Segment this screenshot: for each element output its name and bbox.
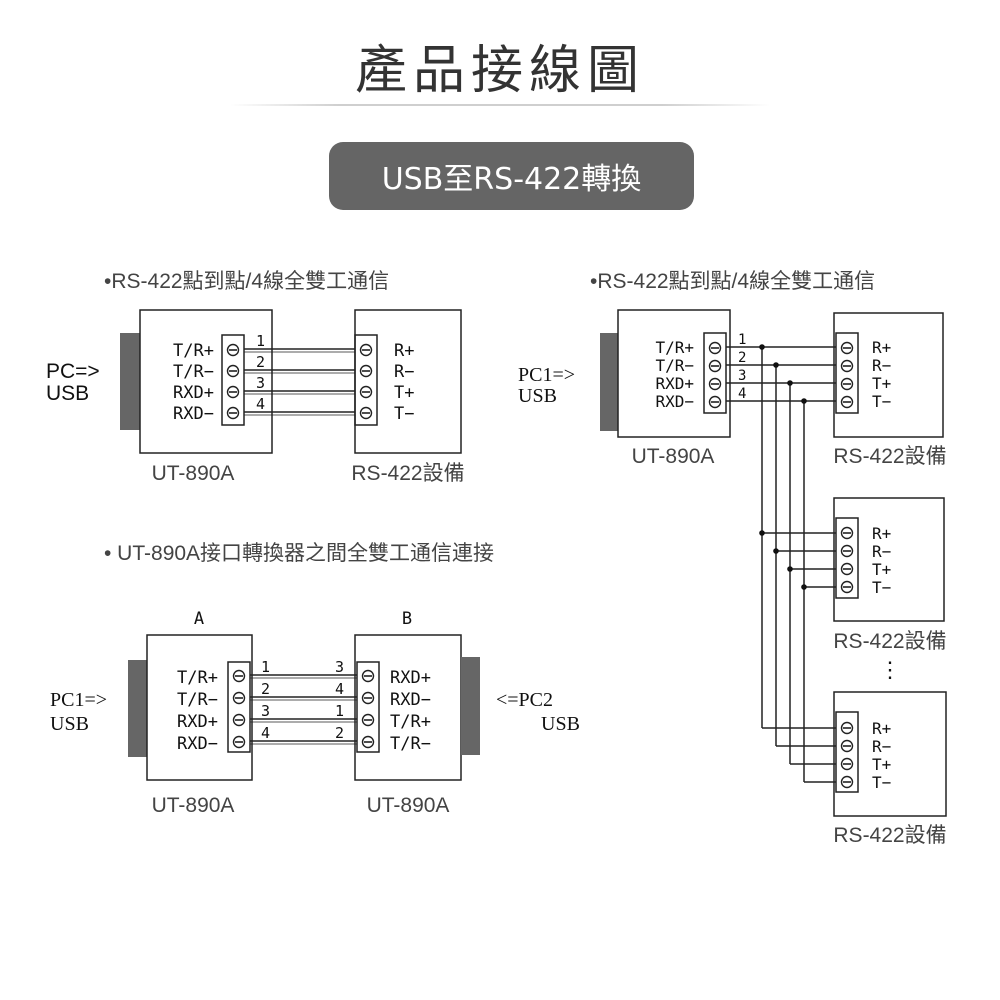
- diagram-point-to-point: •RS-422點到點/4線全雙工通信: [104, 270, 462, 454]
- host-label: PC=>: [46, 360, 100, 383]
- diagram-converter-to-converter: • UT-890A接口轉換器之間全雙工通信連接: [104, 542, 494, 781]
- pin-label: R+: [872, 524, 891, 543]
- pin-label: RXD+: [177, 712, 218, 732]
- host-label: <=PC2: [496, 689, 553, 711]
- pin-label: R−: [872, 356, 891, 375]
- wire-number: 2: [335, 724, 344, 742]
- diagram2-heading: • UT-890A接口轉換器之間全雙工通信連接: [104, 542, 494, 565]
- wire-number: 3: [256, 374, 265, 392]
- device-caption: RS-422設備: [351, 462, 464, 485]
- host-label: USB: [541, 713, 580, 735]
- pin-label: T−: [872, 578, 891, 597]
- pin-label: RXD−: [177, 734, 218, 754]
- pin-label: RXD−: [655, 392, 694, 411]
- wire-number: 4: [256, 395, 265, 413]
- wire-number: 2: [738, 350, 746, 366]
- wire-number: 1: [256, 332, 265, 350]
- terminal-block: [835, 332, 859, 414]
- host-label: USB: [50, 713, 89, 735]
- screws: [708, 341, 854, 789]
- wire-number: 3: [261, 702, 270, 720]
- pin-label: T−: [872, 773, 891, 792]
- converter-caption: UT-890A: [367, 794, 450, 817]
- terminal-block: [227, 661, 251, 753]
- usb-connector: [128, 660, 147, 757]
- pin-label: T−: [394, 404, 414, 424]
- device-caption: RS-422設備: [833, 824, 946, 847]
- wire-number: 1: [261, 658, 270, 676]
- label-a: A: [194, 609, 204, 629]
- pin-label: R−: [872, 542, 891, 561]
- pin-label: T+: [872, 755, 891, 774]
- converter-box: [139, 309, 273, 454]
- pin-label: T/R+: [390, 712, 431, 732]
- screws: [232, 669, 375, 749]
- converter-box: [617, 309, 731, 438]
- terminal-block: [703, 332, 727, 414]
- pin-label: R−: [872, 737, 891, 756]
- pin-label: T+: [394, 383, 414, 403]
- pin-label: R−: [394, 362, 414, 382]
- pin-label: RXD−: [390, 690, 431, 710]
- diagram-multi-drop: •RS-422點到點/4線全雙工通信: [590, 270, 947, 817]
- terminal-block: [835, 517, 859, 599]
- host-label: PC1=>: [50, 689, 107, 711]
- pin-label: RXD+: [173, 383, 214, 403]
- terminal-block: [356, 661, 380, 753]
- wire-number: 4: [261, 724, 270, 742]
- pin-label: T/R−: [177, 690, 218, 710]
- wire-number: 3: [335, 658, 344, 676]
- terminal-block: [354, 334, 378, 426]
- usb-connector: [600, 333, 618, 431]
- pin-label: RXD−: [173, 404, 214, 424]
- device-box-1: [833, 312, 944, 438]
- pin-label: RXD+: [390, 668, 431, 688]
- page-title: 產品接線圖: [354, 41, 645, 101]
- converter-box-a: [146, 634, 253, 781]
- converter-caption: UT-890A: [152, 794, 235, 817]
- screws: [226, 343, 373, 420]
- pin-label: RXD+: [655, 374, 694, 393]
- wire-number: 3: [738, 368, 746, 384]
- pin-label: T/R+: [173, 341, 214, 361]
- converter-caption: UT-890A: [632, 445, 715, 468]
- wire-number: 2: [256, 353, 265, 371]
- pin-label: T/R−: [390, 734, 431, 754]
- converter-caption: UT-890A: [152, 462, 235, 485]
- diagram1-heading: •RS-422點到點/4線全雙工通信: [104, 270, 389, 293]
- device-box-2: [833, 497, 945, 622]
- mode-badge: USB至RS-422轉換: [329, 142, 694, 210]
- pin-label: T/R−: [655, 356, 694, 375]
- device-caption: RS-422設備: [833, 445, 946, 468]
- pin-label: R+: [872, 338, 891, 357]
- pin-label: R+: [872, 719, 891, 738]
- wire-number: 1: [335, 702, 344, 720]
- pin-label: T/R+: [177, 668, 218, 688]
- terminal-block: [221, 334, 245, 426]
- pin-label: R+: [394, 341, 414, 361]
- title-divider: [230, 104, 770, 106]
- wire-number: 2: [261, 680, 270, 698]
- pin-label: T+: [872, 560, 891, 579]
- wire-number: 4: [738, 386, 746, 402]
- usb-connector: [461, 657, 480, 755]
- pin-label: T/R+: [655, 338, 694, 357]
- pin-label: T/R−: [173, 362, 214, 382]
- device-box-3: [833, 691, 947, 817]
- wire-number: 1: [738, 332, 746, 348]
- junction-dots: [759, 344, 807, 590]
- usb-connector: [120, 333, 140, 430]
- pin-label: T−: [872, 392, 891, 411]
- pin-label: T+: [872, 374, 891, 393]
- wire-number: 4: [335, 680, 344, 698]
- host-label: PC1=>: [518, 364, 575, 386]
- device-caption: RS-422設備: [833, 630, 946, 653]
- terminal-block: [835, 711, 859, 793]
- host-label: USB: [46, 382, 89, 405]
- diagram3-heading: •RS-422點到點/4線全雙工通信: [590, 270, 875, 293]
- label-b: B: [402, 609, 412, 629]
- ellipsis: ⋮: [879, 657, 901, 682]
- host-label: USB: [518, 385, 557, 407]
